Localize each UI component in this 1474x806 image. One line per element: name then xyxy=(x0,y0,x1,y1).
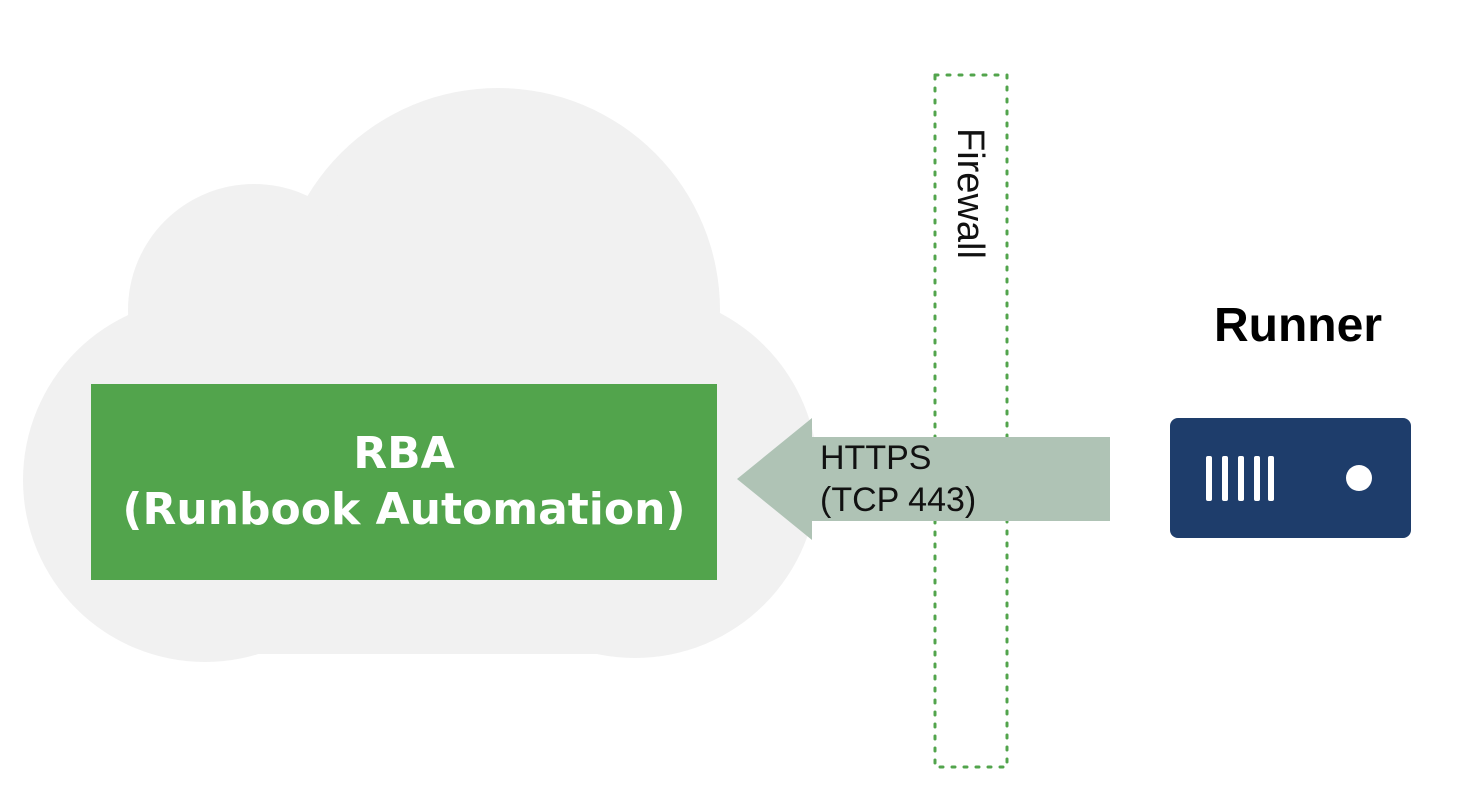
connection-protocol: HTTPS xyxy=(820,439,932,477)
rba-subtitle: (Runbook Automation) xyxy=(122,484,686,535)
rba-title: RBA xyxy=(353,428,455,479)
connection-label: HTTPS (TCP 443) xyxy=(820,437,976,521)
firewall-label: Firewall xyxy=(949,128,991,259)
firewall-zone xyxy=(933,73,1009,769)
runner-title: Runner xyxy=(1214,299,1382,352)
connection-port: (TCP 443) xyxy=(820,481,977,519)
server-icon xyxy=(1170,418,1411,538)
https-arrow xyxy=(737,418,1110,540)
rba-box xyxy=(91,384,717,580)
rba-label: RBA (Runbook Automation) xyxy=(91,384,717,580)
